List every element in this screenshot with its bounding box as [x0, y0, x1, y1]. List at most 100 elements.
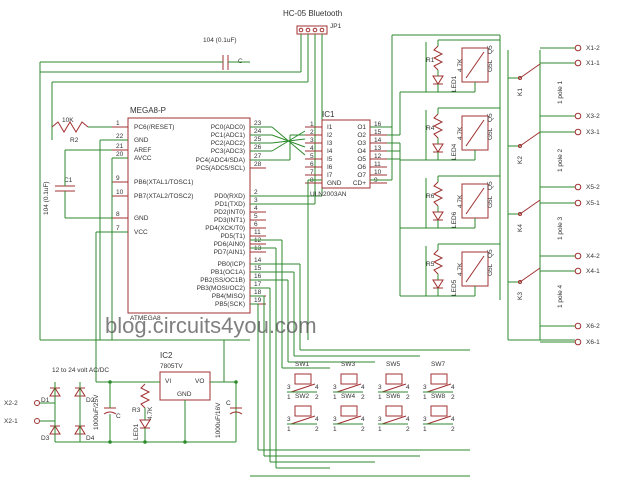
mcu-left-pin-name: AVCC	[134, 155, 152, 162]
mcu-right-pin-num: 6	[254, 221, 258, 228]
mcu-right-pin-name: PC2(ADC2)	[211, 140, 245, 147]
mcu-right-pin-num: 26	[254, 144, 262, 151]
mcu-right-pin-name: PB5(SCK)	[215, 301, 245, 308]
terminal-label: X1-2	[586, 45, 600, 52]
terminal-label: X6-2	[586, 323, 600, 330]
regulator-ref: IC2	[160, 351, 173, 360]
led-resistor-ref: R6	[426, 193, 435, 200]
mcu-right-pin-num: 25	[254, 136, 262, 143]
driver-output-name: O7	[357, 172, 366, 179]
driver-input-name: I4	[327, 148, 333, 155]
driver-output-name: O6	[357, 164, 366, 171]
switch-pin-num: 1	[378, 426, 382, 433]
mcu-left-pin-name: AREF	[134, 147, 151, 154]
relay-coil-part: G5L	[487, 263, 494, 276]
mcu-left-pin-name: PC6(/RESET)	[134, 124, 174, 131]
mcu-right-pin-num: 2	[254, 189, 258, 196]
terminal-label: X6-1	[586, 339, 600, 346]
driver-output-num: 13	[374, 145, 382, 152]
reset-resistor-ref: R2	[70, 137, 79, 144]
switch-pin-num: 1	[287, 394, 291, 401]
mcu: MEGA8-P ATMEGA8 PC6(/RESET)1GND22AREF21A…	[112, 106, 266, 322]
mcu-left-pin-name: VCC	[134, 229, 148, 236]
mcu-left-pins: PC6(/RESET)1GND22AREF21AVCC20PB6(XTAL1/T…	[112, 120, 193, 236]
terminal: X3-1	[540, 128, 600, 136]
mcu-left-pin-num: 9	[116, 175, 120, 182]
mcu-left-pin-name: GND	[134, 215, 149, 222]
relay-coil-part: G5L	[487, 59, 494, 72]
switch-pin-num: 4	[315, 416, 319, 423]
cap-left-label: 104 (0.1uF)	[43, 181, 50, 215]
mcu-left-pin-num: 21	[116, 143, 124, 150]
driver-input-num: 6	[310, 161, 314, 168]
bridge-diode: D1	[41, 387, 61, 404]
relay-q-ref: Q5	[487, 249, 494, 258]
cap-out-ref: C	[226, 400, 231, 407]
switch-label: SW4	[341, 393, 355, 400]
status-led	[432, 75, 444, 85]
switch-pin-num: 3	[333, 384, 337, 391]
cap-in-ref: C	[116, 413, 121, 420]
terminal-label: X5-1	[586, 200, 600, 207]
switch-pin-num: 3	[287, 384, 291, 391]
relay-contact-ref: K4	[517, 224, 524, 232]
terminal: X1-1	[540, 59, 600, 67]
driver-output-num: 12	[374, 153, 382, 160]
switch-label: SW5	[386, 361, 400, 368]
switch-pin-num: 2	[361, 426, 365, 433]
driver-input-name: I7	[327, 172, 333, 179]
driver-input-name: I6	[327, 164, 333, 171]
mcu-left-pin-num: 20	[116, 151, 124, 158]
left-capacitor: 104 (0.1uF) C1	[43, 149, 128, 219]
terminal-label: X4-2	[586, 253, 600, 260]
mcu-right-pin-num: 3	[254, 197, 258, 204]
mcu-right-pin-num: 19	[254, 297, 262, 304]
status-led	[432, 211, 444, 221]
switch-pin-num: 4	[406, 384, 410, 391]
switch-pin-num: 1	[333, 426, 337, 433]
status-led-ref: LED4	[451, 143, 458, 160]
switch-pin-num: 4	[315, 384, 319, 391]
mcu-right-pin-name: PD7(AIN1)	[214, 249, 245, 256]
diode-ref: D3	[41, 435, 50, 442]
driver-output-name: CD+	[353, 180, 366, 187]
mcu-right-pin-name: PC1(ADC1)	[211, 132, 245, 139]
driver-output-name: O4	[357, 148, 366, 155]
switch-pin-num: 1	[423, 394, 427, 401]
switch-pin-num: 3	[423, 416, 427, 423]
mcu-left-pin-num: 1	[116, 120, 120, 127]
led-resistor-value: 4.7K	[457, 194, 464, 208]
status-led-ref: LED5	[451, 279, 458, 296]
switch-pin-num: 2	[406, 394, 410, 401]
switch-pin-num: 4	[361, 384, 365, 391]
led-resistor	[432, 113, 444, 139]
driver-input-name: GND	[327, 180, 342, 187]
mcu-right-pin-num: 17	[254, 281, 262, 288]
led-resistor-value: 4.7K	[457, 262, 464, 276]
switch-label: SW2	[295, 393, 309, 400]
terminal: X5-2	[540, 183, 600, 191]
relay-q-ref: Q5	[487, 181, 494, 190]
driver-part: ULN2003AN	[310, 191, 347, 198]
led-resistor	[432, 181, 444, 207]
driver-output-num: 15	[374, 129, 382, 136]
regulator-vo: VO	[195, 378, 204, 385]
relay-contact-pole: 1 pole 3	[557, 216, 564, 240]
terminal-label: X5-2	[586, 184, 600, 191]
mcu-left-pin-num: 22	[116, 133, 124, 140]
mcu-right-pin-name: PD0(RXD)	[214, 193, 245, 200]
switch-pin-num: 3	[423, 384, 427, 391]
driver-input-num: 4	[310, 145, 314, 152]
regulator-gnd: GND	[177, 391, 192, 398]
relay-contact-ref: K3	[517, 292, 524, 300]
